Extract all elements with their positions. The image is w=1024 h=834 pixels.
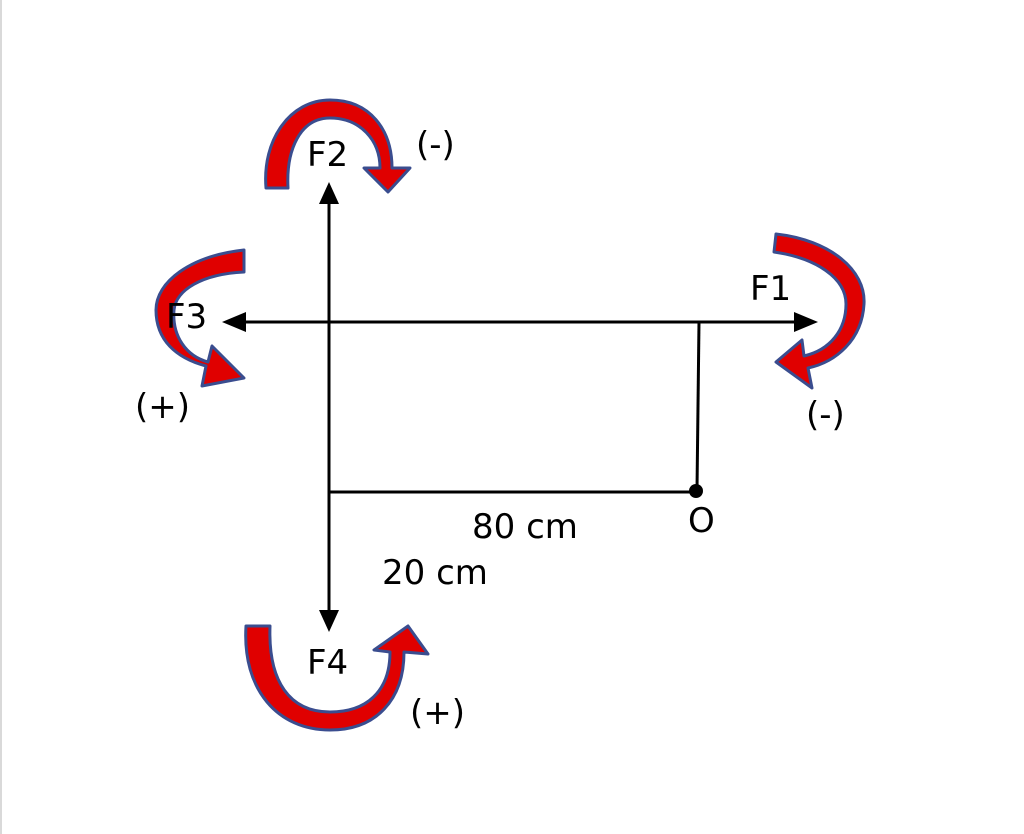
f3-sign-label: (+) (135, 387, 191, 427)
pivot-point-o (689, 484, 703, 498)
f3-label: F3 (166, 297, 208, 337)
f4-arrowhead (319, 610, 339, 632)
f4-label: F4 (307, 643, 349, 683)
distance-20cm-label: 20 cm (382, 553, 488, 593)
f1-arrowhead (794, 312, 818, 332)
f2-label: F2 (307, 135, 349, 175)
f4-rotation-arrow-icon (244, 624, 430, 732)
f3-arrowhead (222, 312, 246, 332)
point-o-label: O (688, 501, 715, 541)
f4-sign-label: (+) (410, 693, 466, 733)
lever-vertical-line (695, 321, 701, 491)
f2-rotation-arrow-icon (264, 98, 412, 194)
f3-rotation-arrow-icon (154, 248, 246, 388)
distance-80cm-label: 80 cm (472, 507, 578, 547)
f1-rotation-arrow-icon (772, 232, 866, 390)
f2-arrowhead (319, 182, 339, 204)
f2-sign-label: (-) (416, 125, 455, 165)
f1-sign-label: (-) (806, 395, 845, 435)
f1-label: F1 (750, 269, 792, 309)
page-edge (0, 0, 2, 834)
